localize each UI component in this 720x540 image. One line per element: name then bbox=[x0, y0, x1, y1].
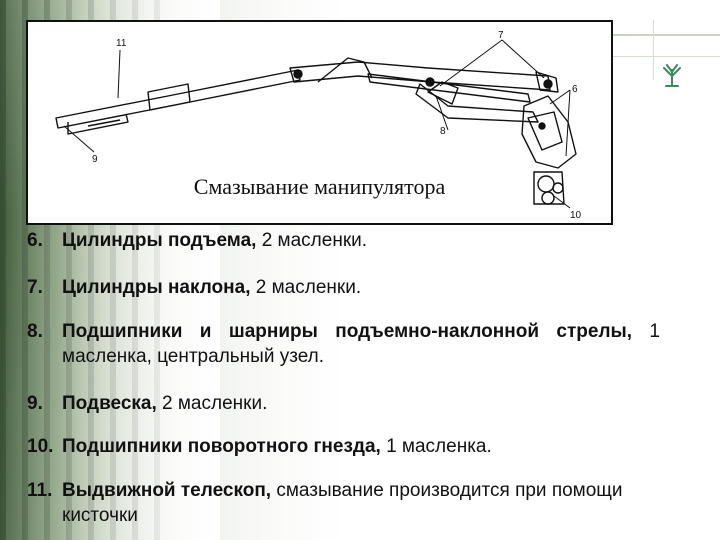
leader-line-7b bbox=[501, 39, 545, 79]
item-title: Выдвижной телескоп, bbox=[62, 480, 272, 501]
item-text: Выдвижной телескоп, смазывание производи… bbox=[62, 478, 632, 528]
callout-9: 9 bbox=[92, 154, 98, 165]
cylinder bbox=[367, 73, 531, 103]
item-text: Подшипники поворотного гнезда, 1 масленк… bbox=[62, 434, 677, 459]
telescope-boom bbox=[55, 69, 301, 129]
item-title: Цилиндры наклона, bbox=[62, 277, 251, 298]
decorative-line bbox=[610, 56, 720, 57]
main-boom bbox=[289, 61, 551, 91]
leader-line-6b bbox=[565, 89, 571, 157]
crane-drawing: 11 7 6 8 9 10 bbox=[55, 30, 582, 221]
tree-logo-icon bbox=[663, 64, 681, 87]
item-title: Подшипники и шарниры подъемно-наклонной … bbox=[62, 321, 633, 342]
item-number: 9. bbox=[27, 393, 43, 414]
leader-line-9 bbox=[63, 125, 95, 153]
item-detail: 1 масленка. bbox=[380, 436, 492, 457]
manipulator-diagram: 11 7 6 8 9 10 Смазывание манипулятора bbox=[26, 20, 613, 225]
item-text: Подвеска, 2 масленки. bbox=[62, 391, 677, 416]
crane-column bbox=[521, 95, 577, 169]
item-detail: 2 масленки. bbox=[156, 393, 268, 414]
item-number: 7. bbox=[27, 277, 43, 298]
item-title: Подвеска, bbox=[62, 393, 157, 414]
callout-6: 6 bbox=[572, 84, 578, 95]
item-number: 10. bbox=[27, 436, 54, 457]
item-number: 6. bbox=[27, 230, 43, 251]
item-detail: 1 масленка, центральный узел. bbox=[62, 321, 660, 367]
telescope-inner bbox=[67, 113, 129, 135]
leader-line-11 bbox=[117, 49, 121, 99]
lift-arm bbox=[415, 83, 539, 123]
item-title: Цилиндры подъема, bbox=[62, 230, 257, 251]
item-text: Подшипники и шарниры подъемно-наклонной … bbox=[62, 319, 660, 369]
callout-7: 7 bbox=[498, 30, 504, 41]
item-number: 11. bbox=[27, 480, 53, 501]
decorative-line bbox=[610, 34, 720, 36]
item-title: Подшипники поворотного гнезда, bbox=[62, 436, 381, 457]
figure-caption: Смазывание манипулятора bbox=[193, 174, 446, 199]
item-text: Цилиндры наклона, 2 масленки. bbox=[62, 275, 677, 300]
item-text: Цилиндры подъема, 2 масленки. bbox=[62, 228, 677, 253]
item-detail: 2 масленки. bbox=[250, 277, 362, 298]
callout-11: 11 bbox=[116, 38, 127, 49]
decorative-line bbox=[653, 20, 654, 80]
callout-10: 10 bbox=[570, 210, 582, 221]
item-detail: смазывание производится при помощи кисто… bbox=[62, 480, 623, 526]
item-detail: 2 масленки. bbox=[256, 230, 368, 251]
leader-line-10 bbox=[553, 195, 571, 209]
callout-8: 8 bbox=[440, 126, 446, 137]
leader-line-6a bbox=[549, 89, 571, 105]
leader-line-7a bbox=[439, 39, 503, 87]
leader-line-8 bbox=[435, 95, 449, 131]
item-number: 8. bbox=[27, 321, 43, 342]
